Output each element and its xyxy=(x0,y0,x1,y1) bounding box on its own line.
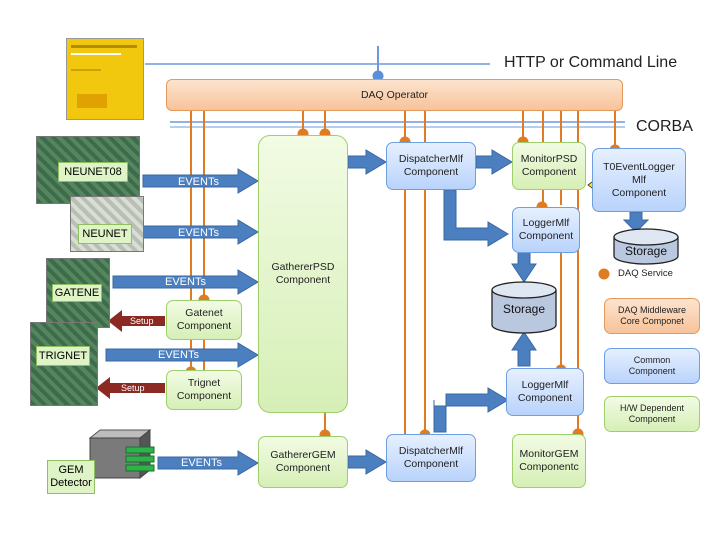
gem-detector-image xyxy=(88,428,155,480)
dispatcher-bottom-component[interactable]: DispatcherMlf Component xyxy=(386,434,476,482)
gem-detector-label: GEM Detector xyxy=(47,460,95,494)
dispatcher-top-component[interactable]: DispatcherMlf Component xyxy=(386,142,476,190)
events-label-4: EVENTs xyxy=(158,349,199,361)
monitor-psd-component[interactable]: MonitorPSD Component xyxy=(512,142,586,190)
daq-operator-bar[interactable]: DAQ Operator xyxy=(166,79,623,111)
event-arrows xyxy=(105,149,650,476)
events-label-2: EVENTs xyxy=(178,227,219,239)
storage-cylinder-main xyxy=(491,281,557,334)
storage-cylinder-side xyxy=(613,228,679,265)
events-label-3: EVENTs xyxy=(165,276,206,288)
logger-bottom-component[interactable]: LoggerMlf Component xyxy=(506,368,584,416)
setup-label-1: Setup xyxy=(130,316,154,326)
gatenet-component[interactable]: Gatenet Component xyxy=(166,300,242,340)
t0-event-logger-component[interactable]: T0EventLogger Mlf Component xyxy=(592,148,686,212)
gatherer-psd-component[interactable]: GathererPSD Component xyxy=(258,135,348,413)
setup-label-2: Setup xyxy=(121,383,145,393)
neunet-label: NEUNET xyxy=(78,224,132,244)
gatene-label: GATENE xyxy=(52,284,102,302)
screenshot-thumbnail xyxy=(66,38,144,120)
events-label-5: EVENTs xyxy=(181,457,222,469)
legend-middleware: DAQ Middleware Core Componet xyxy=(604,298,700,334)
http-endpoint-dot xyxy=(372,70,384,82)
trignet-label: TRIGNET xyxy=(36,346,90,366)
gatherer-gem-component[interactable]: GathererGEM Component xyxy=(258,436,348,488)
trignet-component[interactable]: Trignet Component xyxy=(166,370,242,410)
logger-top-component[interactable]: LoggerMlf Component xyxy=(512,207,580,253)
legend-daq-service: DAQ Service xyxy=(618,268,673,279)
legend-hw-dependent: H/W Dependent Component xyxy=(604,396,700,432)
corba-label: CORBA xyxy=(636,118,693,135)
events-label-1: EVENTs xyxy=(178,176,219,188)
setup-arrows xyxy=(96,310,165,399)
legend-common: Common Component xyxy=(604,348,700,384)
storage-side-label: Storage xyxy=(624,244,668,258)
monitor-gem-component[interactable]: MonitorGEM Componentc xyxy=(512,434,586,488)
storage-main-label: Storage xyxy=(502,302,546,316)
http-label: HTTP or Command Line xyxy=(504,54,678,71)
neunet08-label: NEUNET08 xyxy=(58,162,128,182)
